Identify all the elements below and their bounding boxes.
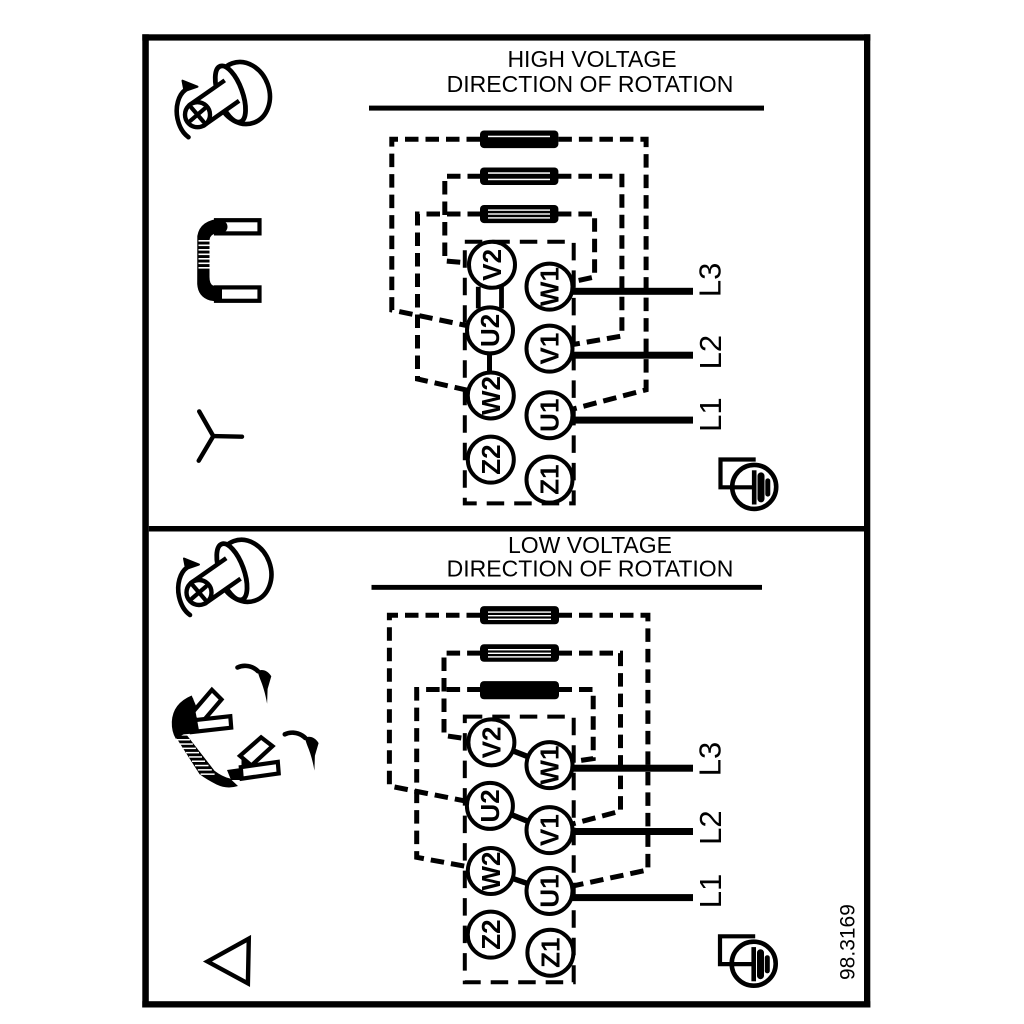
svg-text:V1: V1 bbox=[535, 333, 565, 365]
svg-text:U1: U1 bbox=[535, 874, 565, 907]
svg-text:LOW VOLTAGE: LOW VOLTAGE bbox=[508, 532, 672, 558]
svg-text:V2: V2 bbox=[476, 726, 506, 758]
svg-text:L3: L3 bbox=[693, 263, 728, 297]
svg-text:HIGH VOLTAGE: HIGH VOLTAGE bbox=[507, 46, 676, 72]
svg-text:Z1: Z1 bbox=[535, 464, 565, 494]
svg-text:V2: V2 bbox=[477, 249, 507, 281]
svg-text:W1: W1 bbox=[535, 267, 565, 306]
svg-text:W2: W2 bbox=[476, 376, 506, 415]
svg-text:DIRECTION OF ROTATION: DIRECTION OF ROTATION bbox=[447, 555, 734, 581]
svg-text:Z1: Z1 bbox=[535, 938, 565, 968]
svg-text:L2: L2 bbox=[693, 810, 728, 844]
svg-text:98.3169: 98.3169 bbox=[837, 904, 860, 980]
svg-text:L2: L2 bbox=[693, 335, 728, 369]
svg-text:W1: W1 bbox=[535, 746, 565, 785]
svg-text:Z2: Z2 bbox=[476, 444, 506, 474]
svg-text:W2: W2 bbox=[476, 852, 506, 891]
svg-text:V1: V1 bbox=[535, 814, 565, 846]
svg-text:L1: L1 bbox=[693, 874, 728, 908]
svg-text:Z2: Z2 bbox=[476, 919, 506, 949]
svg-text:U2: U2 bbox=[475, 789, 505, 822]
svg-text:L3: L3 bbox=[693, 742, 728, 776]
svg-text:U2: U2 bbox=[475, 314, 505, 347]
svg-text:L1: L1 bbox=[693, 397, 728, 431]
svg-text:DIRECTION OF ROTATION: DIRECTION OF ROTATION bbox=[447, 71, 734, 97]
svg-text:U1: U1 bbox=[535, 399, 565, 432]
